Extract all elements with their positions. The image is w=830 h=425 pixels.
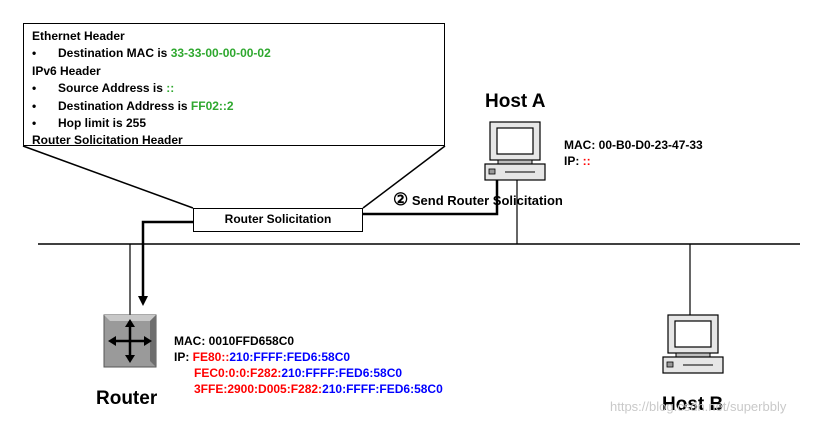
router-ip-line-3: 3FFE:2900:D005:F282:210:FFFF:FED6:58C0 bbox=[174, 381, 443, 397]
router-ip-suffix: 210:FFFF:FED6:58C0 bbox=[281, 366, 403, 380]
host-a-ip-label: IP: bbox=[564, 154, 583, 168]
host-a-ip-value: :: bbox=[582, 154, 591, 168]
router-mac: MAC: 0010FFD658C0 bbox=[174, 334, 295, 348]
host-a-info: MAC: 00-B0-D0-23-47-33 IP: :: bbox=[564, 137, 703, 169]
ipv6-header-label: IPv6 Header bbox=[32, 63, 101, 78]
send-path-host-to-packet bbox=[363, 180, 499, 216]
host-b-label: Host B bbox=[662, 394, 724, 415]
host-a-mac: MAC: 00-B0-D0-23-47-33 bbox=[564, 138, 703, 152]
src-addr-line: • Source Address is :: bbox=[32, 80, 436, 97]
watermark: https://blog.csdn.net/superbbly bbox=[610, 399, 787, 414]
router-ip-prefix: 3FFE:2900:D005:F282: bbox=[194, 382, 323, 396]
src-addr-value: :: bbox=[166, 81, 175, 96]
router-ip-suffix: 210:FFFF:FED6:58C0 bbox=[229, 350, 351, 364]
bullet: • bbox=[32, 116, 37, 131]
bullet: • bbox=[32, 98, 37, 113]
router-ip-suffix: 210:FFFF:FED6:58C0 bbox=[322, 382, 443, 396]
dest-addr-label: Destination Address is bbox=[58, 98, 191, 113]
router-ip-line-2: FEC0:0:0:F282:210:FFFF:FED6:58C0 bbox=[174, 365, 443, 381]
step-text: Send Router Solicitation bbox=[411, 193, 563, 208]
ethernet-header-label: Ethernet Header bbox=[32, 29, 125, 43]
router-solicitation-packet: Router Solicitation bbox=[193, 208, 363, 232]
host-a-computer-icon bbox=[484, 121, 546, 181]
router-ip-prefix: FE80:: bbox=[192, 350, 230, 364]
arrowhead bbox=[138, 296, 148, 306]
hop-limit-text: Hop limit is 255 bbox=[58, 116, 147, 131]
host-a-label: Host A bbox=[485, 91, 546, 112]
dest-addr-line: • Destination Address is FF02::2 bbox=[32, 98, 436, 115]
send-path-packet-to-router bbox=[141, 220, 193, 297]
router-ip-prefix: FEC0:0:0:F282: bbox=[194, 366, 282, 380]
packet-details-callout: Ethernet Header • Destination MAC is 33-3… bbox=[23, 23, 445, 148]
router-ip-line-1: IP: FE80::210:FFFF:FED6:58C0 bbox=[174, 349, 443, 365]
rs-header-label: Router Solicitation Header bbox=[32, 133, 183, 148]
router-info: MAC: 0010FFD658C0 IP: FE80::210:FFFF:FED… bbox=[174, 333, 443, 397]
step-number: ② bbox=[393, 190, 409, 209]
host-a-ip-line: IP: :: bbox=[564, 153, 703, 169]
router-label: Router bbox=[96, 388, 158, 409]
callout-connector-right bbox=[362, 145, 446, 209]
step-label: ② Send Router Solicitation bbox=[393, 190, 563, 210]
router-ip-label: IP: bbox=[174, 350, 193, 364]
dest-mac-line: • Destination MAC is 33-33-00-00-00-02 bbox=[32, 45, 436, 62]
bullet: • bbox=[32, 81, 37, 96]
src-addr-label: Source Address is bbox=[58, 81, 167, 96]
dest-mac-value: 33-33-00-00-00-02 bbox=[170, 46, 271, 61]
router-icon bbox=[103, 314, 157, 368]
dest-addr-value: FF02::2 bbox=[190, 98, 234, 113]
hop-limit-line: • Hop limit is 255 bbox=[32, 115, 436, 132]
bullet: • bbox=[32, 46, 37, 61]
host-b-computer-icon bbox=[662, 314, 724, 374]
dest-mac-label: Destination MAC is bbox=[58, 46, 171, 61]
callout-connector-left bbox=[22, 145, 194, 209]
